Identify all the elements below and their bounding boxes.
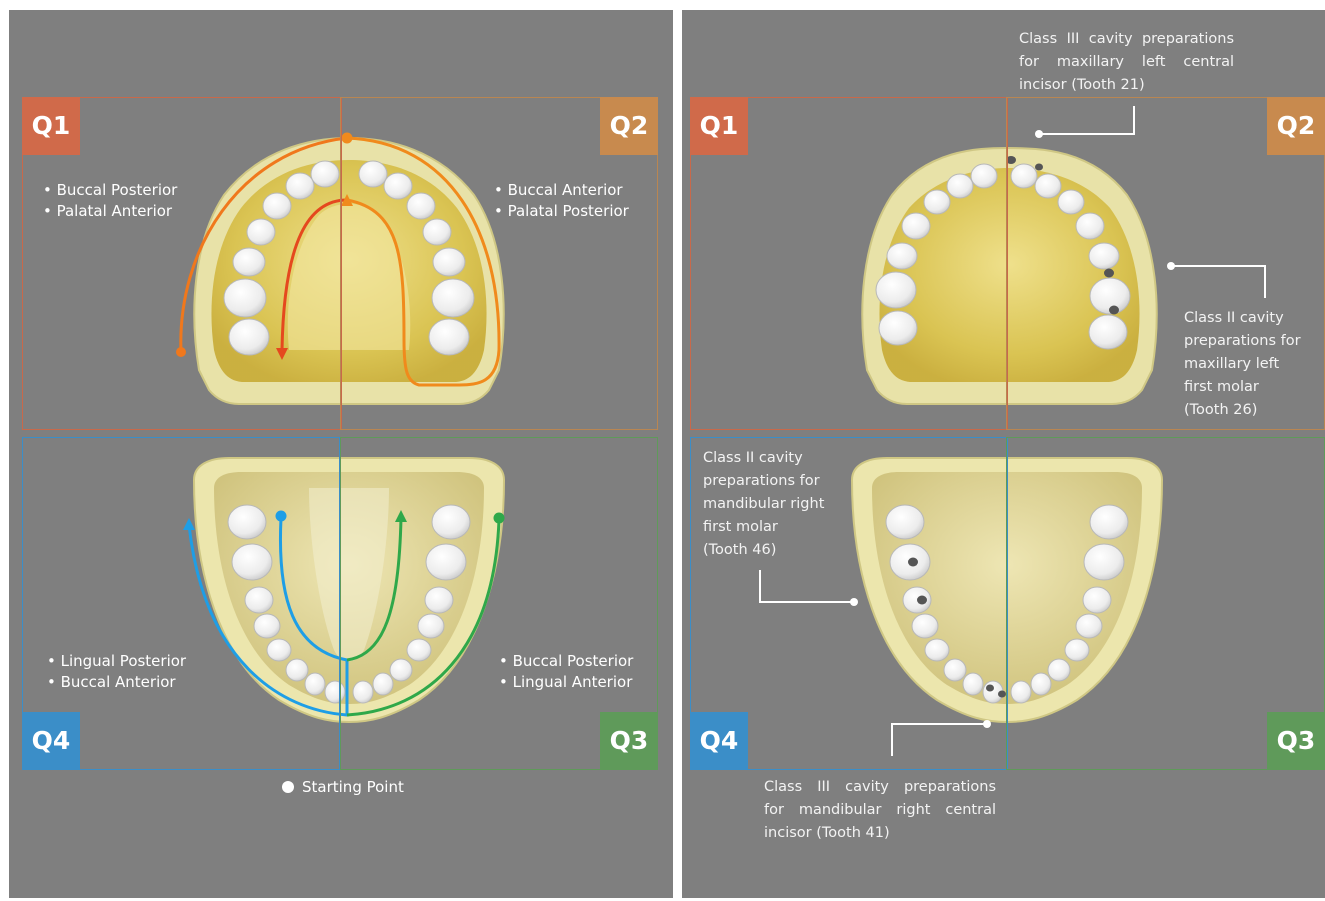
annotation-46-line-4: first molar xyxy=(703,516,853,539)
left-panel: Q1 Q2 Q3 Q4 • Buccal Posterior• Palatal … xyxy=(9,10,673,898)
annotation-46-line-2: preparations for xyxy=(703,470,853,493)
q3-line-2: • Lingual Anterior xyxy=(499,672,633,693)
annotation-41-line-1: Class III cavity preparations xyxy=(764,776,996,799)
annotation-26-line-1: Class II cavity xyxy=(1184,307,1324,330)
starting-point-label: Starting Point xyxy=(302,778,404,796)
annotation-26-line-3: maxillary left xyxy=(1184,353,1324,376)
annotation-tooth-46: Class II cavity preparations for mandibu… xyxy=(703,447,853,562)
annotation-41-line-2: for mandibular right central xyxy=(764,799,996,822)
q3-tag-right: Q3 xyxy=(1267,712,1325,770)
annotation-tooth-26: Class II cavity preparations for maxilla… xyxy=(1184,307,1324,422)
q3-surfaces: • Buccal Posterior• Lingual Anterior xyxy=(499,651,633,693)
annotation-tooth-41: Class III cavity preparations for mandib… xyxy=(764,776,996,845)
annotation-26-line-2: preparations for xyxy=(1184,330,1324,353)
q1-surfaces: • Buccal Posterior• Palatal Anterior xyxy=(43,180,177,222)
annotation-21-line-2: for maxillary left central xyxy=(1019,51,1234,74)
q4-line-1: • Lingual Posterior xyxy=(47,651,186,672)
q3-tag: Q3 xyxy=(600,712,658,770)
annotation-46-line-1: Class II cavity xyxy=(703,447,853,470)
q2-line-1: • Buccal Anterior xyxy=(494,180,629,201)
q1-tag: Q1 xyxy=(22,97,80,155)
q4-tag-right: Q4 xyxy=(690,712,748,770)
annotation-46-line-5: (Tooth 46) xyxy=(703,539,853,562)
q1-tag-right: Q1 xyxy=(690,97,748,155)
annotation-21-line-1: Class III cavity preparations xyxy=(1019,28,1234,51)
annotation-46-line-3: mandibular right xyxy=(703,493,853,516)
q4-tag: Q4 xyxy=(22,712,80,770)
right-panel: Q1 Q2 Q3 Q4 Class III cavity preparation… xyxy=(682,10,1325,898)
q2-tag: Q2 xyxy=(600,97,658,155)
annotation-41-line-3: incisor (Tooth 41) xyxy=(764,822,996,845)
annotation-21-line-3: incisor (Tooth 21) xyxy=(1019,74,1234,97)
q2-line-2: • Palatal Posterior xyxy=(494,201,629,222)
q1-line-1: • Buccal Posterior xyxy=(43,180,177,201)
starting-point-legend: Starting Point xyxy=(282,778,404,796)
q1-line-2: • Palatal Anterior xyxy=(43,201,177,222)
q4-line-2: • Buccal Anterior xyxy=(47,672,186,693)
starting-point-dot xyxy=(282,781,294,793)
annotation-tooth-21: Class III cavity preparations for maxill… xyxy=(1019,28,1234,97)
q4-surfaces: • Lingual Posterior• Buccal Anterior xyxy=(47,651,186,693)
annotation-26-line-5: (Tooth 26) xyxy=(1184,399,1324,422)
q3-line-1: • Buccal Posterior xyxy=(499,651,633,672)
q2-surfaces: • Buccal Anterior• Palatal Posterior xyxy=(494,180,629,222)
q2-tag-right: Q2 xyxy=(1267,97,1325,155)
annotation-26-line-4: first molar xyxy=(1184,376,1324,399)
